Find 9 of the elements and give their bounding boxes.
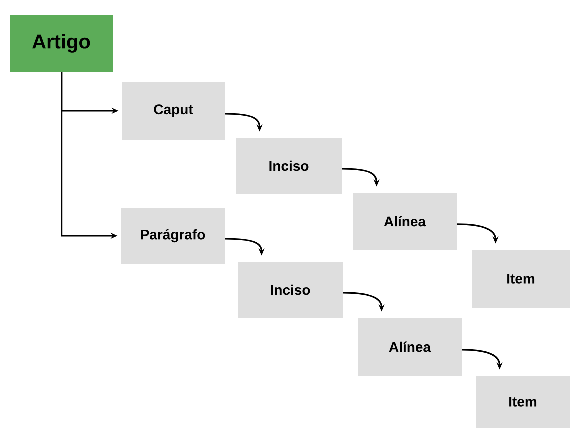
root-box: Artigo bbox=[10, 15, 113, 72]
item-box: Parágrafo bbox=[121, 208, 225, 264]
item-box: Inciso bbox=[236, 138, 342, 194]
item-box: Alínea bbox=[358, 318, 462, 376]
item-box: Caput bbox=[122, 82, 225, 140]
item-box: Alínea bbox=[353, 193, 457, 250]
item-box: Inciso bbox=[238, 262, 343, 318]
item-box: Item bbox=[476, 376, 570, 428]
item-box: Item bbox=[472, 250, 570, 308]
